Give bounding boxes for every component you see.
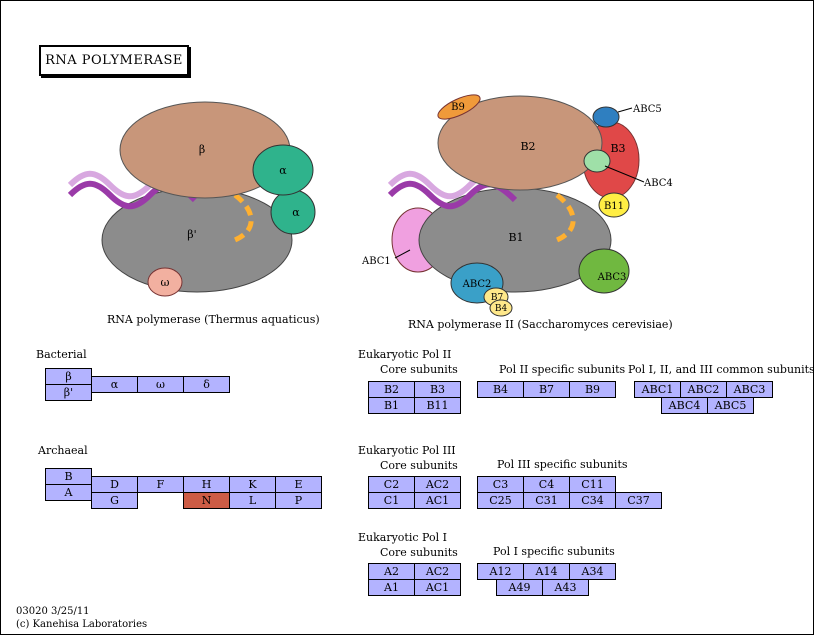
- gene-box-C25[interactable]: C25: [477, 492, 524, 509]
- abc1-leader: [394, 249, 411, 259]
- gene-box-E[interactable]: E: [275, 476, 322, 493]
- copyright: (c) Kanehisa Laboratories: [16, 619, 148, 630]
- gene-box-A34[interactable]: A34: [569, 563, 616, 580]
- alpha1-label: α: [279, 164, 287, 177]
- abc5-subunit: [592, 106, 620, 128]
- gene-box-AC1-pol1[interactable]: AC1: [414, 579, 461, 596]
- gene-box-B3[interactable]: B3: [414, 381, 461, 398]
- pol1-section-title: Eukaryotic Pol I: [358, 531, 447, 544]
- gene-box-H[interactable]: H: [183, 476, 230, 493]
- abc3-label: ABC3: [597, 272, 627, 283]
- gene-box-ABC3[interactable]: ABC3: [726, 381, 773, 398]
- bacterial-polymerase-illustration: β β' α α ω: [67, 101, 316, 297]
- pol2-section-title: Eukaryotic Pol II: [358, 348, 452, 361]
- gene-box-AC2-pol3[interactable]: AC2: [414, 476, 461, 493]
- gene-box-C3[interactable]: C3: [477, 476, 524, 493]
- pol1-core-title: Core subunits: [380, 546, 458, 559]
- gene-box-beta-prime[interactable]: β': [45, 384, 92, 401]
- pol1-specific-title: Pol I specific subunits: [493, 545, 615, 558]
- b9-subunit: [437, 94, 481, 120]
- gene-box-C31[interactable]: C31: [523, 492, 570, 509]
- rna-strand-2: [555, 193, 576, 243]
- b4-subunit: [489, 299, 513, 317]
- abc4-leader: [604, 165, 645, 183]
- gene-box-ABC2[interactable]: ABC2: [680, 381, 727, 398]
- gene-box-B11[interactable]: B11: [414, 397, 461, 414]
- gene-box-delta[interactable]: δ: [183, 376, 230, 393]
- gene-box-A14[interactable]: A14: [523, 563, 570, 580]
- gene-box-omega[interactable]: ω: [137, 376, 184, 393]
- b2-label: B2: [520, 140, 535, 153]
- beta-label: β: [199, 143, 205, 156]
- abc5-label: ABC5: [632, 104, 662, 115]
- archaeal-section-title: Archaeal: [38, 444, 88, 457]
- gene-box-D[interactable]: D: [91, 476, 138, 493]
- gene-box-B7[interactable]: B7: [523, 381, 570, 398]
- bacterial-section-title: Bacterial: [36, 348, 87, 361]
- alpha1-subunit: [252, 144, 314, 196]
- map-id-date: 03020 3/25/11: [16, 606, 90, 617]
- abc4-label: ABC4: [643, 178, 673, 189]
- abc5-leader: [617, 107, 633, 113]
- gene-box-P[interactable]: P: [275, 492, 322, 509]
- gene-box-A2[interactable]: A2: [368, 563, 415, 580]
- gene-box-C1[interactable]: C1: [368, 492, 415, 509]
- page-title: RNA POLYMERASE: [39, 45, 189, 76]
- b1-label: B1: [508, 231, 523, 244]
- gene-box-G[interactable]: G: [91, 492, 138, 509]
- rna-strand: [233, 193, 254, 243]
- b11-label: B11: [604, 201, 624, 212]
- gene-box-C4[interactable]: C4: [523, 476, 570, 493]
- gene-box-A43[interactable]: A43: [542, 579, 589, 596]
- gene-box-N-highlighted[interactable]: N: [183, 492, 230, 509]
- pol3-specific-title: Pol III specific subunits: [497, 458, 628, 471]
- b11-subunit: [598, 192, 630, 218]
- common-subunits-title: Pol I, II, and III common subunits: [628, 363, 814, 376]
- gene-box-A1[interactable]: A1: [368, 579, 415, 596]
- beta-prime-label: β': [187, 228, 196, 241]
- b2-subunit: [437, 95, 603, 191]
- abc1-label: ABC1: [361, 256, 391, 267]
- gene-box-C11[interactable]: C11: [569, 476, 616, 493]
- abc3-subunit: [578, 248, 630, 294]
- gene-box-AC1-pol3[interactable]: AC1: [414, 492, 461, 509]
- gene-box-B9[interactable]: B9: [569, 381, 616, 398]
- b3-label: B3: [610, 142, 625, 155]
- gene-box-L[interactable]: L: [229, 492, 276, 509]
- gene-box-C34[interactable]: C34: [569, 492, 616, 509]
- gene-box-B[interactable]: B: [45, 468, 92, 485]
- pol2-core-title: Core subunits: [380, 363, 458, 376]
- gene-box-K[interactable]: K: [229, 476, 276, 493]
- gene-box-B2[interactable]: B2: [368, 381, 415, 398]
- gene-box-B4[interactable]: B4: [477, 381, 524, 398]
- pol2-specific-title: Pol II specific subunits: [499, 363, 626, 376]
- gene-box-B1[interactable]: B1: [368, 397, 415, 414]
- abc4-subunit: [583, 149, 611, 173]
- left-caption: RNA polymerase (Thermus aquaticus): [107, 313, 320, 326]
- right-caption: RNA polymerase II (Saccharomyces cerevis…: [408, 318, 673, 331]
- gene-box-ABC4[interactable]: ABC4: [661, 397, 708, 414]
- gene-box-AC2-pol1[interactable]: AC2: [414, 563, 461, 580]
- pol3-section-title: Eukaryotic Pol III: [358, 444, 456, 457]
- gene-box-F[interactable]: F: [137, 476, 184, 493]
- gene-box-alpha[interactable]: α: [91, 376, 138, 393]
- b9-label: B9: [451, 102, 465, 113]
- omega-label: ω: [161, 276, 170, 289]
- alpha2-label: α: [292, 206, 300, 219]
- b4-label: B4: [495, 304, 508, 314]
- b7-label: B7: [491, 293, 504, 303]
- abc2-label: ABC2: [462, 279, 492, 290]
- omega-subunit: [147, 267, 183, 297]
- gene-box-ABC1[interactable]: ABC1: [634, 381, 681, 398]
- gene-box-C2[interactable]: C2: [368, 476, 415, 493]
- gene-box-A49[interactable]: A49: [496, 579, 543, 596]
- gene-box-C37[interactable]: C37: [615, 492, 662, 509]
- gene-box-A[interactable]: A: [45, 484, 92, 501]
- gene-box-beta[interactable]: β: [45, 368, 92, 385]
- gene-box-ABC5[interactable]: ABC5: [707, 397, 754, 414]
- gene-box-A12[interactable]: A12: [477, 563, 524, 580]
- pol3-core-title: Core subunits: [380, 459, 458, 472]
- pol2-illustration: B2 B9 ABC5 B3 ABC4 B11 ABC1 B1 ABC2 ABC3…: [361, 94, 673, 317]
